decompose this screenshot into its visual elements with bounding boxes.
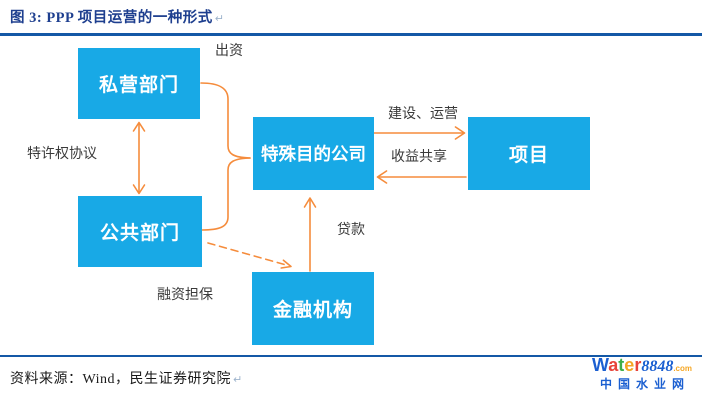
- logo-letter: t: [618, 355, 625, 375]
- logo-letter: a: [608, 355, 619, 375]
- arrow-build-head: [454, 126, 466, 140]
- logo-subtitle: 中国水业网: [599, 377, 690, 391]
- arrow-concession-head-up: [132, 121, 146, 132]
- label-build-operate: 建设、运营: [388, 105, 458, 121]
- bottom-divider: [0, 355, 702, 357]
- logo-letter: r: [634, 355, 642, 375]
- arrow-guarantee-line: [207, 242, 289, 267]
- brace-invest-upper: [200, 82, 251, 159]
- box-financial-institution: 金融机构: [252, 272, 374, 345]
- top-divider: [0, 33, 702, 36]
- arrow-concession-head-down: [132, 184, 146, 195]
- figure-title: 图 3: PPP 项目运营的一种形式: [10, 10, 213, 26]
- paragraph-mark-icon: ↵: [214, 12, 224, 25]
- arrow-share-head: [376, 170, 388, 184]
- label-financing-guarantee: 融资担保: [157, 286, 213, 302]
- figure-title-row: 图 3: PPP 项目运营的一种形式↵: [10, 6, 224, 27]
- brace-invest-lower: [201, 157, 251, 231]
- source-row: 资料来源：Wind，民生证券研究院↵: [10, 368, 243, 388]
- label-loan: 贷款: [337, 221, 365, 237]
- logo-number: 8848: [641, 358, 674, 375]
- arrow-guarantee-head: [280, 259, 292, 269]
- paragraph-mark-icon: ↵: [233, 373, 243, 386]
- box-project: 项目: [468, 117, 590, 190]
- box-public-sector: 公共部门: [78, 196, 202, 267]
- logo-letter: e: [624, 355, 635, 375]
- logo-letter: W: [591, 355, 609, 375]
- source-text: 资料来源：Wind，民生证券研究院: [10, 372, 232, 387]
- arrow-loan-head: [303, 197, 317, 208]
- label-concession-agreement: 特许权协议: [27, 145, 97, 161]
- logo-wordmark: Water8848.com: [592, 356, 692, 375]
- water8848-logo: Water8848.com 中国水业网: [592, 356, 692, 390]
- box-private-sector: 私营部门: [78, 48, 200, 119]
- logo-domain-suffix: .com: [673, 364, 692, 373]
- box-special-purpose-company: 特殊目的公司: [253, 117, 374, 190]
- label-invest: 出资: [215, 42, 243, 58]
- label-revenue-share: 收益共享: [391, 148, 447, 164]
